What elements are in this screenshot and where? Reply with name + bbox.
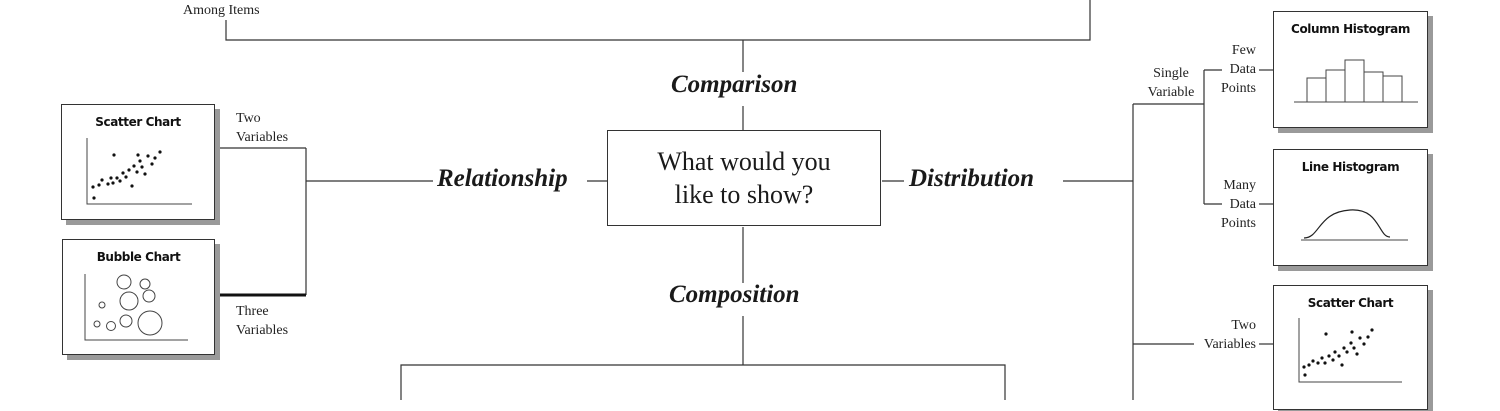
rel-three-variables-line1: Three	[236, 304, 269, 319]
scatter-chart-card-left: Scatter Chart	[61, 104, 215, 220]
many-data-points-line1: Many	[1223, 178, 1256, 193]
connector-lines	[215, 0, 1273, 400]
bubble-chart-card: Bubble Chart	[62, 239, 215, 355]
scatter-chart-left-title: Scatter Chart	[95, 115, 181, 129]
single-variable-line1: Single	[1153, 66, 1189, 81]
few-data-points-line3: Points	[1220, 81, 1256, 96]
few-data-points-line2: Data	[1229, 62, 1256, 77]
bubble-chart-title: Bubble Chart	[96, 250, 181, 264]
few-data-points-label: Few Data Points	[1196, 41, 1256, 98]
dist-two-variables-label: Two Variables	[1176, 316, 1256, 354]
central-question-box: What would you like to show?	[607, 130, 881, 226]
comparison-bracket	[225, 0, 1091, 41]
bubble-chart-thumbnail	[84, 274, 188, 341]
line-histogram-card: Line Histogram	[1273, 149, 1428, 266]
few-data-points-line1: Few	[1231, 43, 1256, 58]
line-histogram-title: Line Histogram	[1301, 160, 1400, 174]
single-variable-line2: Variable	[1147, 85, 1195, 100]
many-data-points-line2: Data	[1229, 197, 1256, 212]
scatter-chart-card-right: Scatter Chart	[1273, 285, 1428, 410]
central-question-line2: like to show?	[674, 180, 814, 209]
central-question-line1: What would you	[657, 147, 831, 176]
rel-three-variables-label: Three Variables	[236, 302, 288, 340]
among-items-label: Among Items	[183, 3, 260, 18]
dist-two-variables-line2: Variables	[1203, 337, 1256, 352]
scatter-chart-right-thumbnail	[1298, 318, 1402, 383]
many-data-points-line3: Points	[1220, 216, 1256, 231]
column-histogram-title: Column Histogram	[1291, 22, 1410, 36]
composition-bracket	[400, 364, 1006, 400]
rel-two-variables-line2: Variables	[236, 130, 289, 145]
column-histogram-thumbnail	[1294, 59, 1418, 103]
comparison-heading: Comparison	[671, 71, 798, 98]
central-question-text: What would you like to show?	[634, 145, 854, 211]
rel-two-variables-label: Two Variables	[236, 109, 288, 147]
dist-two-variables-line1: Two	[1231, 318, 1256, 333]
rel-two-variables-line1: Two	[236, 111, 261, 126]
rel-three-variables-line2: Variables	[236, 323, 289, 338]
distribution-heading: Distribution	[909, 165, 1035, 192]
relationship-heading: Relationship	[437, 165, 568, 192]
composition-heading: Composition	[669, 281, 800, 308]
line-histogram-thumbnail	[1301, 209, 1408, 241]
many-data-points-label: Many Data Points	[1196, 176, 1256, 233]
single-variable-label: Single Variable	[1131, 64, 1211, 102]
column-histogram-card: Column Histogram	[1273, 11, 1428, 128]
scatter-chart-right-title: Scatter Chart	[1307, 296, 1394, 310]
scatter-chart-left-thumbnail	[86, 138, 192, 205]
